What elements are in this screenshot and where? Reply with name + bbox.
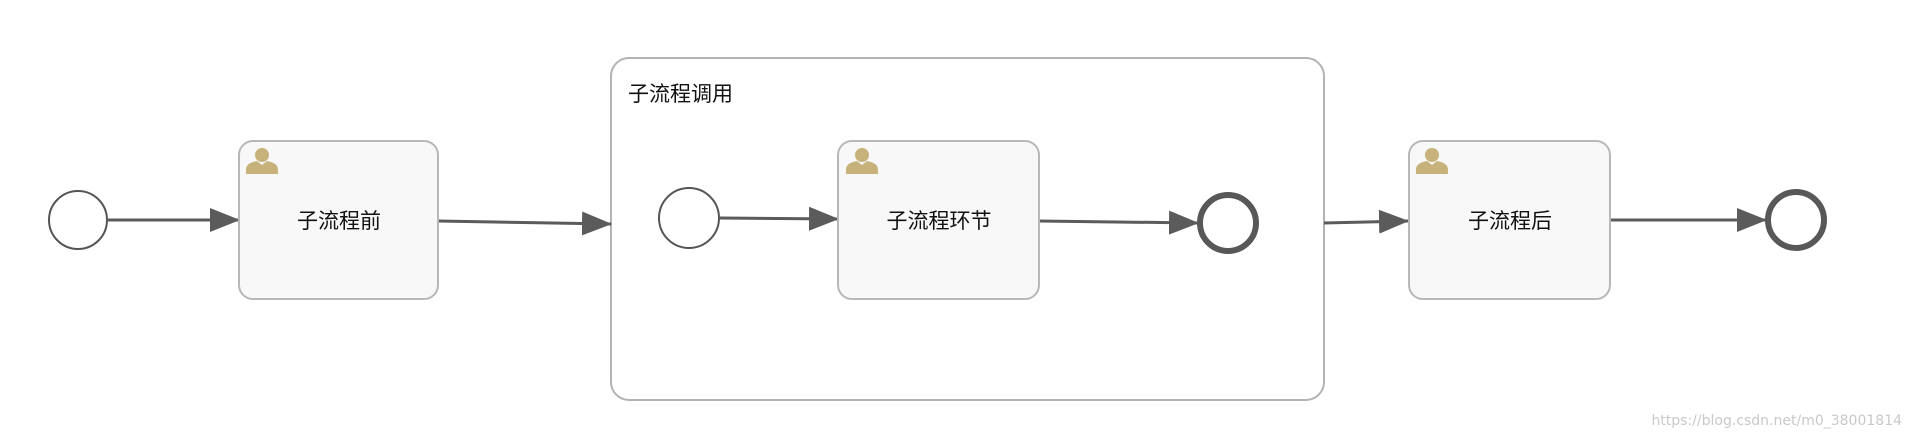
flow-subprocess-to-after[interactable] [1323,209,1409,234]
task-label: 子流程前 [297,209,381,233]
watermark-text: https://blog.csdn.net/m0_38001814 [1651,413,1902,429]
end-event[interactable] [1765,189,1827,251]
sequence-flows [108,206,1767,236]
subprocess-start-event[interactable] [658,187,720,249]
task-label: 子流程环节 [887,209,992,233]
task-label: 子流程后 [1468,209,1552,233]
flow-substart-to-inner[interactable] [719,206,839,231]
flow-before-to-subprocess[interactable] [437,211,612,236]
task-after[interactable]: 子流程后 [1408,140,1611,300]
task-before[interactable]: 子流程前 [238,140,439,300]
subprocess-end-event[interactable] [1197,192,1259,254]
start-event[interactable] [48,190,108,250]
subprocess-label: 子流程调用 [628,82,733,106]
task-inner[interactable]: 子流程环节 [837,140,1040,300]
flow-inner-to-subend[interactable] [1038,210,1199,235]
